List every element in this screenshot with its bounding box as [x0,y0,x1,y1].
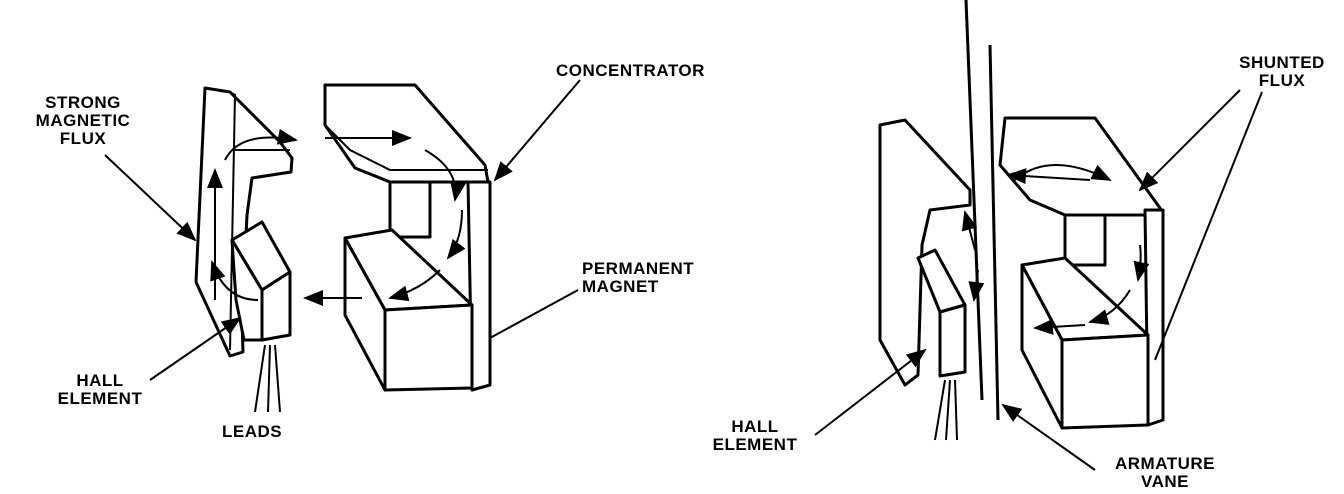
label-line: MAGNETIC [35,111,131,130]
label-armature-vane: ARMATURE VANE [1100,455,1230,491]
left-flux-arrows [207,128,466,306]
label-permanent-magnet: PERMANENT MAGNET [582,260,694,296]
right-permanent-magnet [1020,256,1150,430]
label-line: MAGNET [582,277,659,296]
right-c-bracket [878,118,972,387]
label-line: SHUNTED [1239,53,1325,72]
right-leads [934,379,958,441]
label-leads: LEADS [222,422,283,441]
label-hall-element-left: HALL ELEMENT [50,372,150,408]
right-assembly [814,0,1263,471]
label-strong-magnetic-flux: STRONG MAGNETIC FLUX [28,94,138,148]
label-line: FLUX [1258,71,1306,90]
left-leads [254,344,281,413]
label-line: ELEMENT [57,389,143,408]
left-assembly [104,79,581,413]
label-line: VANE [1141,472,1189,491]
left-leader-lines [104,79,581,381]
label-concentrator: CONCENTRATOR [556,61,705,80]
label-line: ARMATURE [1114,454,1215,473]
left-hall-element [230,220,292,342]
right-concentrator [998,116,1162,217]
label-line: PERMANENT [582,259,695,278]
label-line: ELEMENT [712,435,798,454]
right-leader-lines [814,89,1263,471]
left-concentrator-c-bracket [194,86,294,358]
label-line: FLUX [59,129,107,148]
armature-vane [964,0,1000,421]
label-shunted-flux: SHUNTED FLUX [1222,54,1342,90]
right-hall-element [916,248,967,378]
left-concentrator [323,83,490,184]
label-line: STRONG [45,93,121,112]
left-permanent-magnet [343,228,474,392]
label-hall-element-right: HALL ELEMENT [700,418,810,454]
label-line: HALL [76,371,124,390]
right-flux-arrows [961,164,1150,335]
label-line: HALL [731,417,779,436]
